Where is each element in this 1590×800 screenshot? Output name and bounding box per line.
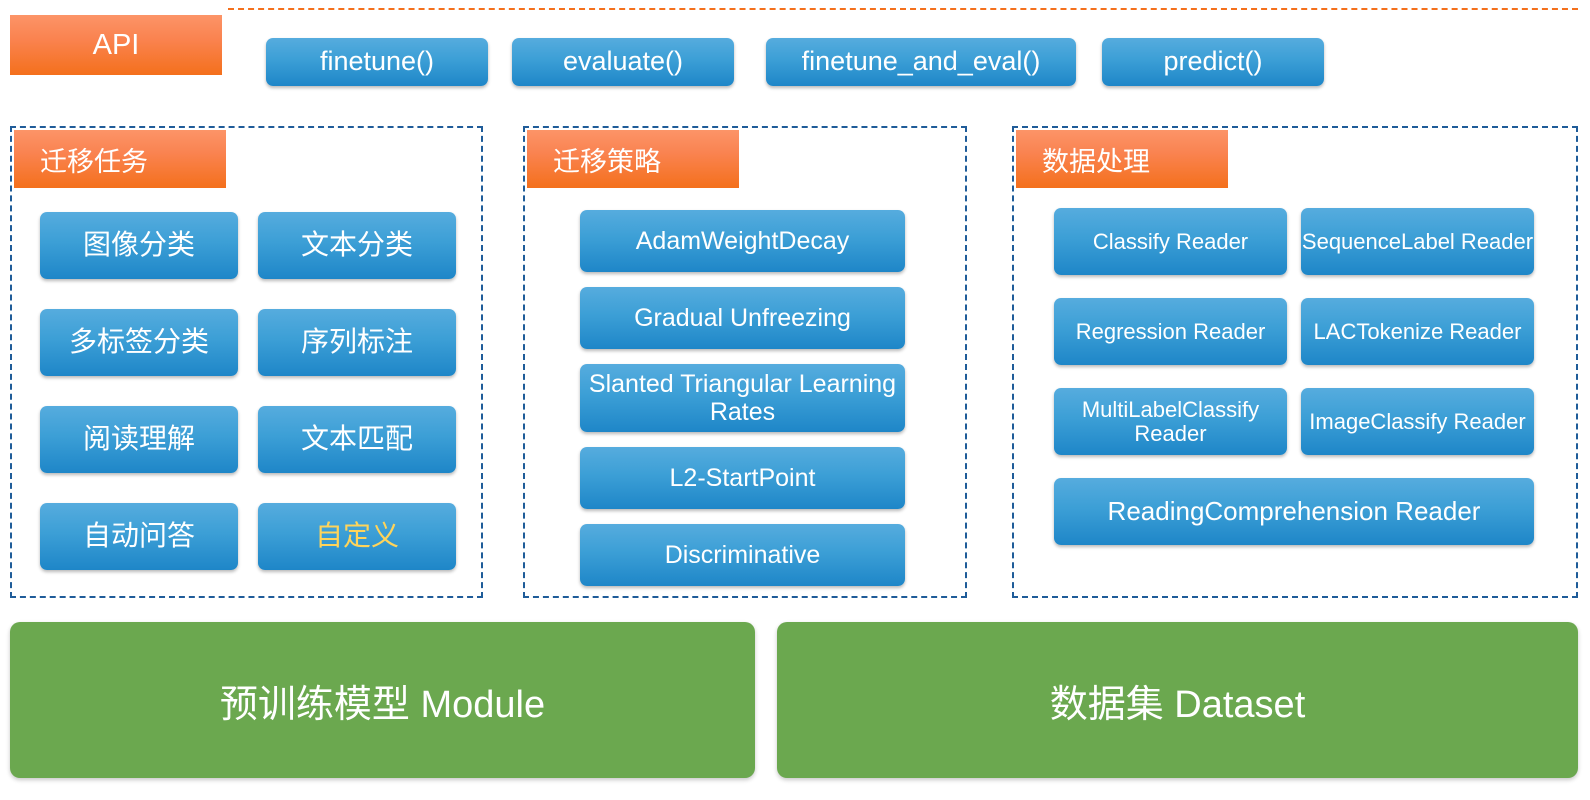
task-item-text-matching[interactable]: 文本匹配 bbox=[258, 406, 456, 473]
reader-item-classify[interactable]: Classify Reader bbox=[1054, 208, 1287, 275]
reader-item-label: ImageClassify Reader bbox=[1309, 408, 1526, 434]
panel-title-text: 数据处理 bbox=[1042, 146, 1150, 177]
reader-item-label: LACTokenize Reader bbox=[1313, 318, 1522, 344]
api-button-label: evaluate() bbox=[562, 46, 684, 77]
api-button-finetune[interactable]: finetune() bbox=[266, 38, 488, 86]
task-item-label: 阅读理解 bbox=[82, 423, 195, 455]
base-layer-dataset[interactable]: 数据集 Dataset bbox=[777, 622, 1578, 778]
task-item-label: 文本匹配 bbox=[300, 423, 413, 455]
task-item-reading-comprehension[interactable]: 阅读理解 bbox=[40, 406, 238, 473]
strategy-item-label: L2-StartPoint bbox=[669, 463, 816, 492]
api-label-text: API bbox=[92, 28, 140, 61]
strategy-item-label: Slanted Triangular Learning Rates bbox=[588, 370, 897, 426]
panel-title-text: 迁移策略 bbox=[553, 146, 661, 177]
reader-item-multilabel-classify[interactable]: MultiLabelClassify Reader bbox=[1054, 388, 1287, 455]
strategy-item-label: Discriminative bbox=[664, 540, 821, 569]
panel-transfer-task: 迁移任务 图像分类 文本分类 多标签分类 序列标注 阅读理解 文本匹配 自动问答… bbox=[10, 126, 483, 598]
data-processing-grid: Classify Reader SequenceLabel Reader Reg… bbox=[1054, 208, 1534, 545]
panel-data-processing: 数据处理 Classify Reader SequenceLabel Reade… bbox=[1012, 126, 1578, 598]
strategy-item-label: AdamWeightDecay bbox=[635, 226, 850, 255]
task-item-question-answering[interactable]: 自动问答 bbox=[40, 503, 238, 570]
api-button-label: predict() bbox=[1163, 46, 1263, 77]
reader-item-image-classify[interactable]: ImageClassify Reader bbox=[1301, 388, 1534, 455]
task-item-label: 自动问答 bbox=[82, 520, 195, 552]
api-button-label: finetune() bbox=[319, 46, 435, 77]
strategy-item-discriminative[interactable]: Discriminative bbox=[580, 524, 905, 586]
transfer-task-grid: 图像分类 文本分类 多标签分类 序列标注 阅读理解 文本匹配 自动问答 自定义 bbox=[40, 212, 460, 570]
reader-item-label: Classify Reader bbox=[1092, 228, 1249, 254]
strategy-item-adam-weight-decay[interactable]: AdamWeightDecay bbox=[580, 210, 905, 272]
strategy-item-l2-startpoint[interactable]: L2-StartPoint bbox=[580, 447, 905, 509]
task-item-sequence-labeling[interactable]: 序列标注 bbox=[258, 309, 456, 376]
strategy-item-slanted-triangular-learning-rates[interactable]: Slanted Triangular Learning Rates bbox=[580, 364, 905, 432]
strategy-item-gradual-unfreezing[interactable]: Gradual Unfreezing bbox=[580, 287, 905, 349]
api-button-evaluate[interactable]: evaluate() bbox=[512, 38, 734, 86]
base-layer-pretrained-module[interactable]: 预训练模型 Module bbox=[10, 622, 755, 778]
task-item-label: 文本分类 bbox=[300, 229, 413, 261]
api-button-finetune-and-eval[interactable]: finetune_and_eval() bbox=[766, 38, 1076, 86]
task-item-multilabel-classification[interactable]: 多标签分类 bbox=[40, 309, 238, 376]
task-item-label: 多标签分类 bbox=[68, 326, 209, 358]
task-item-custom[interactable]: 自定义 bbox=[258, 503, 456, 570]
task-item-label: 自定义 bbox=[314, 520, 399, 552]
panel-title-text: 迁移任务 bbox=[40, 146, 148, 177]
panel-transfer-strategy: 迁移策略 AdamWeightDecay Gradual Unfreezing … bbox=[523, 126, 967, 598]
base-layer-label: 预训练模型 Module bbox=[219, 683, 546, 726]
reader-item-sequence-label[interactable]: SequenceLabel Reader bbox=[1301, 208, 1534, 275]
strategy-item-label: Gradual Unfreezing bbox=[634, 303, 851, 332]
task-item-label: 图像分类 bbox=[82, 229, 195, 261]
panel-title-transfer-strategy: 迁移策略 bbox=[527, 130, 739, 188]
reader-item-reading-comprehension[interactable]: ReadingComprehension Reader bbox=[1054, 478, 1534, 545]
reader-item-label: MultiLabelClassify Reader bbox=[1081, 396, 1260, 446]
task-item-text-classification[interactable]: 文本分类 bbox=[258, 212, 456, 279]
base-layer-label: 数据集 Dataset bbox=[1049, 683, 1306, 726]
reader-item-label: SequenceLabel Reader bbox=[1301, 228, 1534, 254]
reader-item-lac-tokenize[interactable]: LACTokenize Reader bbox=[1301, 298, 1534, 365]
reader-item-label: ReadingComprehension Reader bbox=[1107, 496, 1481, 527]
api-divider bbox=[228, 8, 1578, 10]
task-item-image-classification[interactable]: 图像分类 bbox=[40, 212, 238, 279]
task-item-label: 序列标注 bbox=[300, 326, 413, 358]
transfer-strategy-list: AdamWeightDecay Gradual Unfreezing Slant… bbox=[580, 210, 905, 586]
api-button-predict[interactable]: predict() bbox=[1102, 38, 1324, 86]
reader-item-label: Regression Reader bbox=[1075, 318, 1266, 344]
api-button-label: finetune_and_eval() bbox=[801, 46, 1041, 77]
api-section-label: API bbox=[10, 15, 222, 75]
panel-title-transfer-task: 迁移任务 bbox=[14, 130, 226, 188]
panel-title-data-processing: 数据处理 bbox=[1016, 130, 1228, 188]
reader-item-regression[interactable]: Regression Reader bbox=[1054, 298, 1287, 365]
